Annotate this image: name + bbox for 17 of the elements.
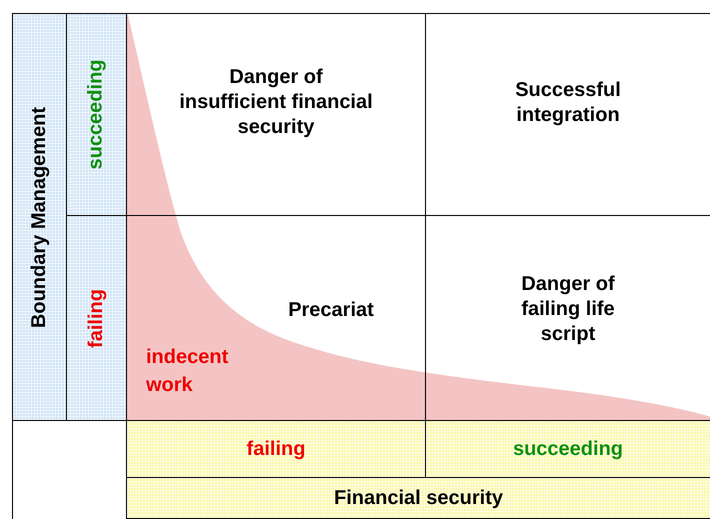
header-band	[425, 420, 710, 478]
axis-level-label: succeeding	[512, 436, 624, 462]
header-band	[66, 215, 127, 421]
quadrant-label: Successful integration	[514, 78, 622, 128]
quadrant-label: Danger of failing life script	[520, 272, 616, 346]
header-band	[12, 13, 67, 421]
axis-level-label: failing	[84, 288, 108, 348]
header-band	[126, 477, 710, 519]
quadrant-label: Danger of insufficient financial security	[178, 65, 374, 140]
axis-heading: Financial security	[334, 486, 503, 510]
header-band	[66, 13, 127, 216]
axis-level-label: succeeding	[84, 59, 108, 170]
region-label: indecent work	[146, 345, 230, 398]
header-band	[126, 420, 426, 478]
quadrant-label: Precariat	[288, 298, 374, 322]
axis-heading: Boundary Management	[27, 106, 51, 328]
axis-level-label: failing	[246, 436, 306, 462]
